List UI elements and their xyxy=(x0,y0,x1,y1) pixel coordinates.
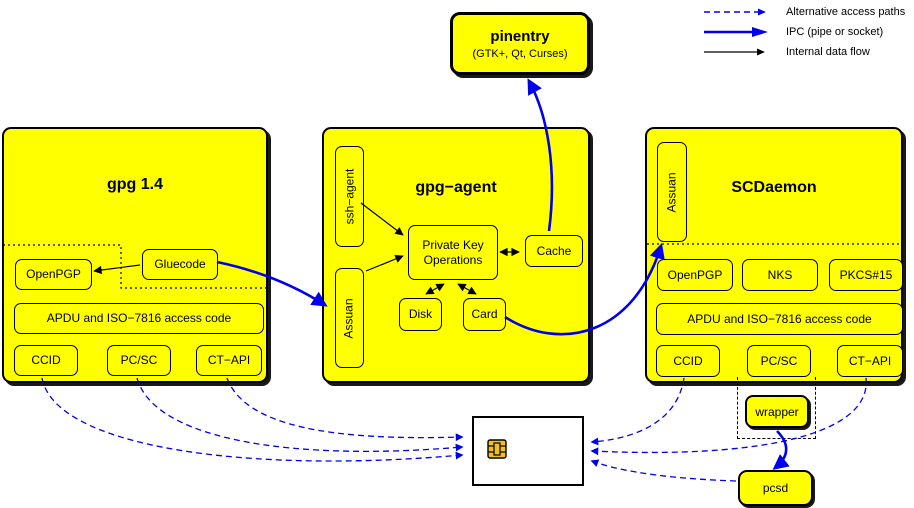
node-gpg14-apdu: APDU and ISO−7816 access code xyxy=(14,303,264,334)
node-label: Cache xyxy=(536,243,572,258)
node-label: wrapper xyxy=(755,404,799,419)
node-scdaemon-ctapi: CT−API xyxy=(837,345,903,377)
node-label: APDU and ISO−7816 access code xyxy=(687,311,872,326)
alt-pcsd-card xyxy=(590,459,737,482)
node-label: OpenPGP xyxy=(26,267,81,281)
node-label: PC/SC xyxy=(760,353,798,368)
node-scdaemon-pcsc: PC/SC xyxy=(747,345,811,377)
scdaemon-box: SCDaemon Assuan OpenPGP NKS PKCS#15 APDU… xyxy=(645,127,903,383)
thin-black-arrow-icon xyxy=(704,48,765,56)
legend-label: Internal data flow xyxy=(786,46,870,58)
thick-blue-arrow-icon xyxy=(704,27,768,37)
legend-label: IPC (pipe or socket) xyxy=(786,26,884,38)
alt-gpg14-ccid-card xyxy=(41,377,464,462)
node-gpg14-ccid: CCID xyxy=(14,345,78,376)
node-label: Card xyxy=(471,307,498,321)
node-label: Disk xyxy=(408,307,433,321)
node-label: CCID xyxy=(31,353,61,367)
gpg-agent-title: gpg−agent xyxy=(415,179,497,196)
node-label: Assuan xyxy=(664,171,679,213)
gpg-agent-box: gpg−agent ssh−agent Assuan Private Key O… xyxy=(322,127,590,383)
node-label: Gluecode xyxy=(154,257,206,271)
node-pinentry: pinentry (GTK+, Qt, Curses) xyxy=(450,12,590,75)
node-label: Operations xyxy=(423,252,483,267)
node-label: OpenPGP xyxy=(667,267,723,282)
node-label: PKCS#15 xyxy=(839,267,893,282)
gpg14-title: gpg 1.4 xyxy=(106,176,163,193)
node-pcsd: pcsd xyxy=(738,470,813,506)
node-label: PC/SC xyxy=(120,353,158,367)
node-label: CT−API xyxy=(848,353,892,368)
node-gpg14-gluecode: Gluecode xyxy=(142,249,218,280)
alt-gpg14-ctapi-card xyxy=(226,377,464,442)
alt-scdaemon-ctapi-card xyxy=(590,377,867,456)
node-label: Private Key xyxy=(422,237,484,252)
node-label: Assuan xyxy=(342,297,356,339)
node-gpg14-ctapi: CT−API xyxy=(196,345,262,376)
legend-label: Alternative access paths xyxy=(786,6,906,18)
node-gpg14-openpgp: OpenPGP xyxy=(15,259,92,290)
node-scdaemon-nks: NKS xyxy=(742,259,818,291)
node-label: NKS xyxy=(767,267,793,282)
node-scdaemon-ccid: CCID xyxy=(656,345,720,377)
dashed-blue-arrow-icon xyxy=(704,8,766,16)
node-cache: Cache xyxy=(525,235,583,267)
node-private-key-operations: Private Key Operations xyxy=(408,225,498,280)
node-gpg14-pcsc: PC/SC xyxy=(107,345,171,376)
node-wrapper: wrapper xyxy=(745,395,809,428)
scdaemon-title: SCDaemon xyxy=(731,179,817,196)
node-agent-ssh-agent: ssh−agent xyxy=(335,146,364,247)
pinentry-subtitle: (GTK+, Qt, Curses) xyxy=(472,47,568,60)
node-agent-assuan: Assuan xyxy=(335,268,364,368)
node-card: Card xyxy=(463,298,506,331)
alt-gpg14-pcsc-card xyxy=(136,377,464,452)
smartcard-chip-icon xyxy=(487,439,507,459)
legend-row-internal: Internal data flow xyxy=(700,42,905,62)
node-label: CT−API xyxy=(207,353,251,367)
node-scdaemon-apdu: APDU and ISO−7816 access code xyxy=(656,303,903,335)
node-scdaemon-assuan: Assuan xyxy=(657,142,687,242)
node-disk: Disk xyxy=(399,298,442,331)
legend: Alternative access paths IPC (pipe or so… xyxy=(700,2,905,62)
legend-row-ipc: IPC (pipe or socket) xyxy=(700,22,905,42)
legend-row-alternative: Alternative access paths xyxy=(700,2,905,22)
node-scdaemon-openpgp: OpenPGP xyxy=(657,259,733,291)
node-label: CCID xyxy=(673,353,703,368)
smartcard xyxy=(472,416,584,486)
node-scdaemon-pkcs15: PKCS#15 xyxy=(829,259,903,291)
alt-scdaemon-ccid-card xyxy=(590,377,685,446)
node-label: APDU and ISO−7816 access code xyxy=(46,311,232,325)
gpg14-box: gpg 1.4 OpenPGP Gluecode APDU and ISO−78… xyxy=(2,127,268,383)
node-label: pcsd xyxy=(762,481,789,495)
pinentry-title: pinentry xyxy=(490,27,550,45)
node-label: ssh−agent xyxy=(342,168,356,225)
